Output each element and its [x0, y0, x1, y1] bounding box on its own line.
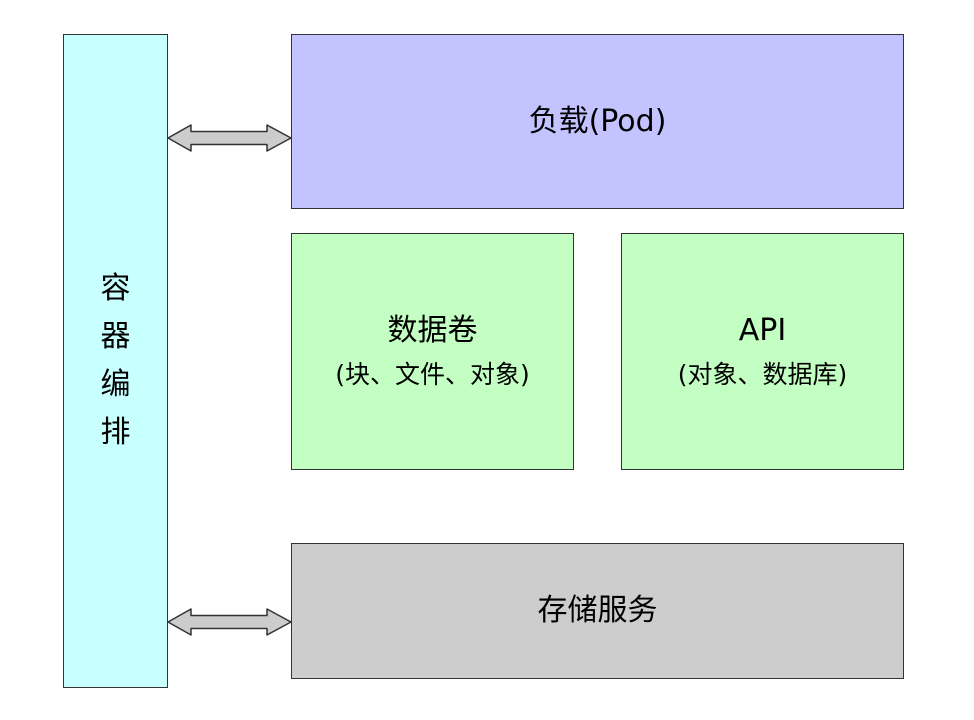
orchestration-char-3: 编	[100, 367, 131, 402]
data-volume-box: 数据卷 (块、文件、对象)	[291, 233, 574, 470]
volume-subtitle: (块、文件、对象)	[335, 359, 530, 389]
volume-title: 数据卷	[387, 312, 478, 348]
orchestration-char-4: 排	[100, 415, 131, 450]
storage-label: 存储服务	[537, 593, 658, 628]
double-arrow-top	[167, 124, 292, 152]
orchestration-char-2: 器	[100, 319, 131, 354]
workload-pod-box: 负载(Pod)	[291, 34, 904, 209]
storage-service-box: 存储服务	[291, 543, 904, 679]
orchestration-char-1: 容	[100, 271, 131, 306]
double-arrow-bottom	[167, 608, 292, 636]
api-subtitle: (对象、数据库)	[677, 359, 848, 389]
api-box: API (对象、数据库)	[621, 233, 904, 470]
container-orchestration-box: 容 器 编 排	[63, 34, 168, 688]
workload-label: 负载(Pod)	[528, 103, 667, 139]
api-title: API	[738, 312, 787, 348]
